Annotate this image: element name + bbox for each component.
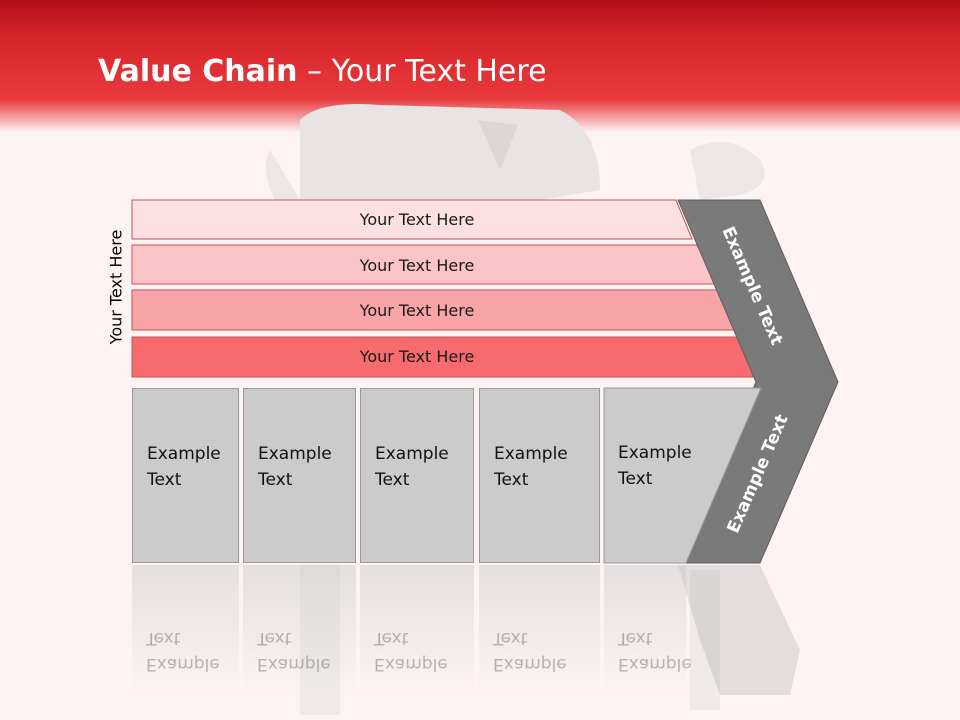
- box-label-5: Example Text: [618, 443, 692, 489]
- box-label-2: Example Text: [258, 444, 332, 490]
- example-box-2: Example Text: [243, 388, 356, 563]
- example-box-4: Example Text: [479, 388, 600, 563]
- row-label-4: Your Text Here: [359, 347, 475, 366]
- box-reflection-label-3: Example Text: [374, 628, 448, 674]
- row-shape-1: [131, 199, 693, 240]
- box-label-1: Example Text: [147, 444, 221, 490]
- title-bold: Value Chain: [98, 54, 298, 89]
- title-rest: – Your Text Here: [297, 54, 547, 89]
- box-label-3: Example Text: [375, 444, 449, 490]
- example-box-3: Example Text: [360, 388, 474, 563]
- box-reflection-label-2: Example Text: [257, 628, 331, 674]
- example-box-5: Example Text: [604, 388, 754, 563]
- box-reflection-4: Example Text: [479, 565, 600, 695]
- page-title: Value Chain – Your Text Here: [98, 54, 547, 89]
- box-reflection-1: Example Text: [132, 565, 239, 695]
- box-reflection-label-1: Example Text: [146, 628, 220, 674]
- row-label-1: Your Text Here: [359, 209, 475, 229]
- box-label-4: Example Text: [494, 444, 568, 490]
- box-reflection-2: Example Text: [243, 565, 356, 695]
- box-reflection-label-5: Example Text: [618, 628, 692, 674]
- row-label-2: Your Text Here: [359, 256, 475, 275]
- row-label-3: Your Text Here: [359, 301, 475, 320]
- example-box-1: Example Text: [132, 388, 239, 563]
- box-reflection-5: Example Text: [604, 565, 692, 695]
- chevron-reflection: [678, 565, 800, 695]
- box-shape-5: [603, 387, 762, 564]
- box-reflection-3: Example Text: [360, 565, 474, 695]
- box-reflection-label-4: Example Text: [493, 628, 567, 674]
